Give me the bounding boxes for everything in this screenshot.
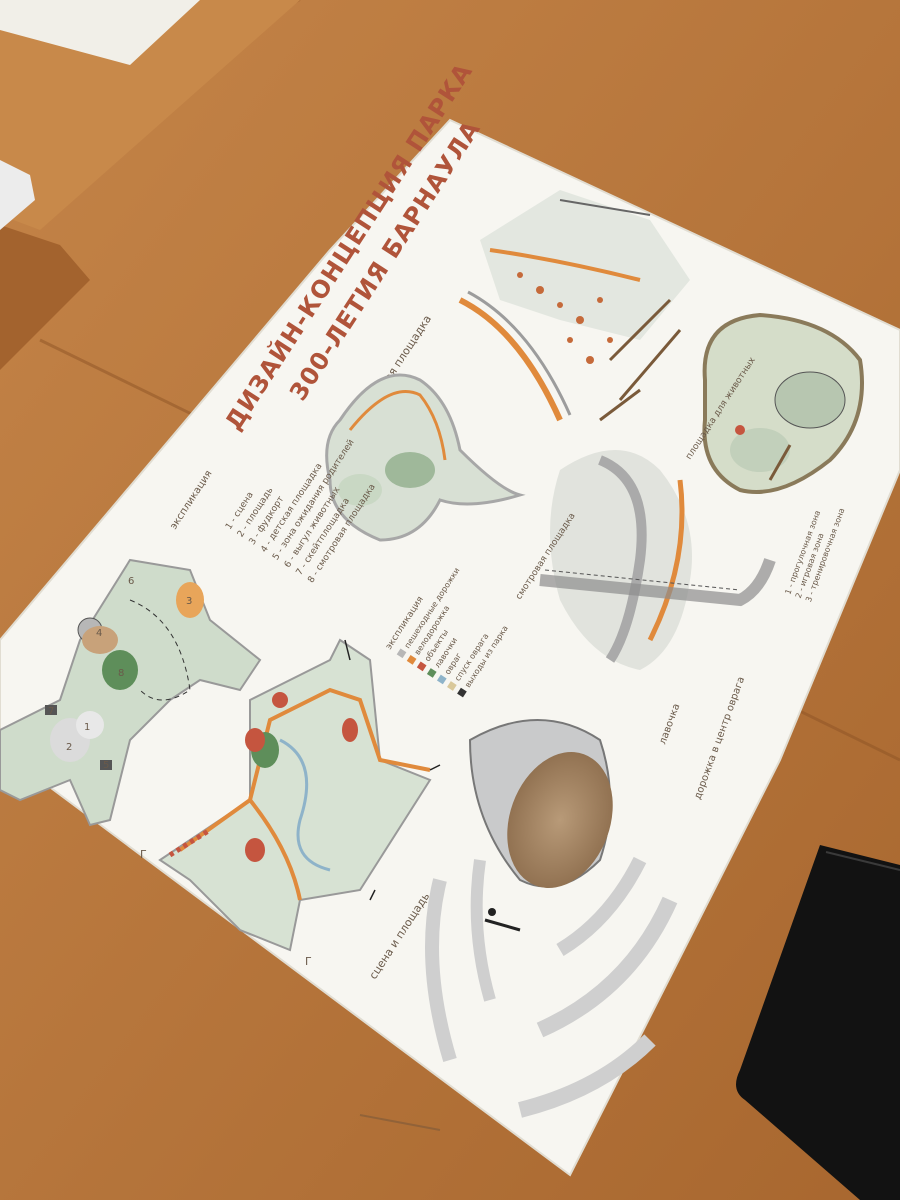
legend-swatch [447,681,457,691]
stage-sketch [425,719,678,1118]
animals-plan [702,312,864,494]
legend-swatch [416,661,427,672]
section-mark: Г [305,955,312,968]
section-mark: Г [140,848,147,861]
master-plan: Г Г [140,638,441,968]
plan-number: 8 [118,668,124,679]
legend-swatch [426,668,437,678]
terrain-sketch [458,190,690,422]
plan-number: 7 [48,706,54,717]
desk-edge-block [0,0,300,230]
plan-number: 6 [128,576,134,587]
legend-swatch [457,687,467,698]
zoning-plan: 6 3 4 8 1 2 7 5 [0,558,262,827]
notebook-sheet [0,0,200,65]
playground-plan [325,373,526,542]
eraser-object [0,160,35,230]
legend-swatch [406,655,417,665]
plan-number: 2 [66,742,72,753]
legend-swatch [436,674,447,685]
explication-1-list: 1 - сцена 2 - площадь 3 - фудкорт 4 - де… [224,438,378,585]
viewing-platform-sketch [539,450,776,670]
plan-number: 1 [84,722,90,733]
pencil-mark [359,1114,441,1131]
plan-number: 3 [186,596,192,607]
legend-swatch [396,648,407,659]
plan-number: 5 [103,760,109,771]
plan-number: 4 [96,628,102,639]
desk-corner-block [0,225,90,370]
phone-object [736,845,900,1200]
